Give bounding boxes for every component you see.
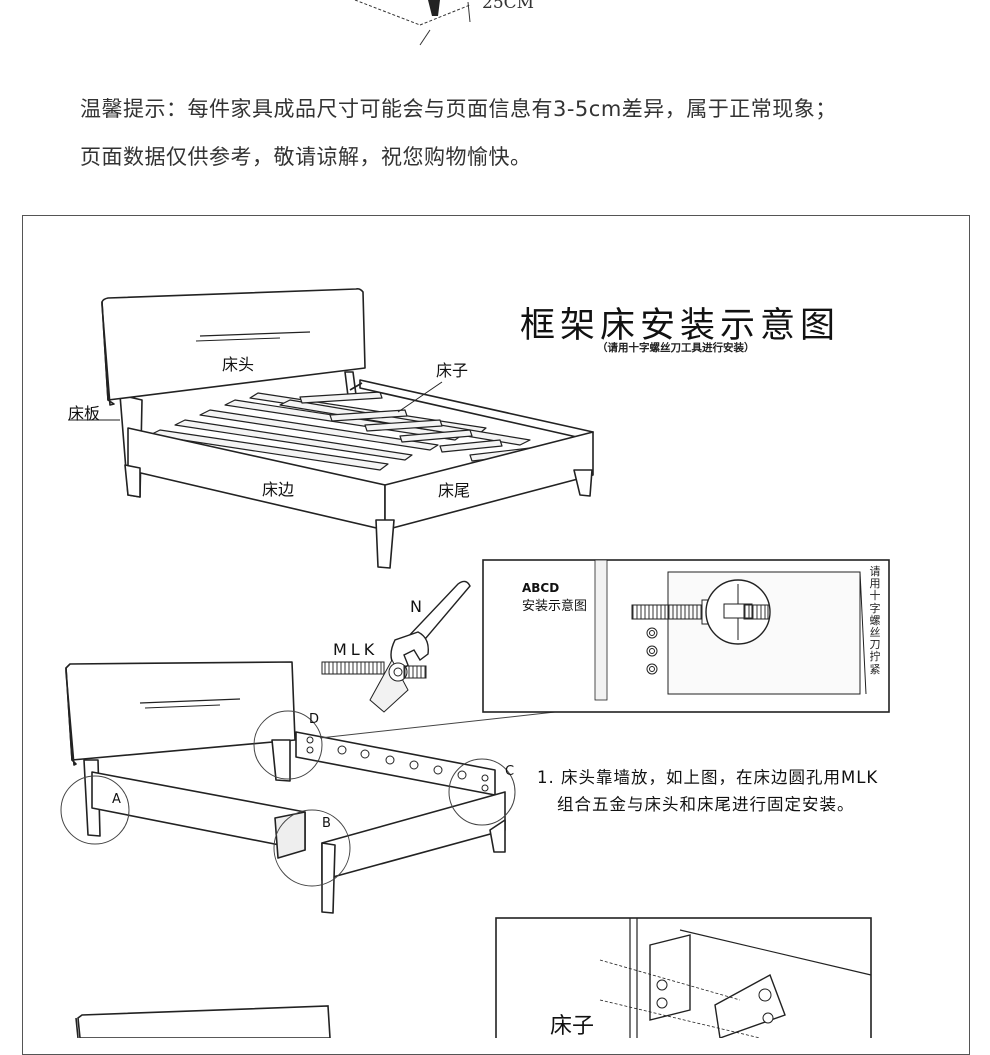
label-wrench-n: N xyxy=(410,597,422,616)
label-point-c: C xyxy=(505,764,515,779)
detail-title-abcd: ABCD xyxy=(522,581,560,595)
label-point-b: B xyxy=(322,816,331,831)
detail-title-install: 安装示意图 xyxy=(522,599,588,614)
bottom-headboard-fragment xyxy=(75,1005,331,1038)
label-hardware-mlk: MLK xyxy=(333,640,379,659)
label-footboard: 床尾 xyxy=(438,481,471,500)
tip-line-1: 温馨提示：每件家具成品尺寸可能会与页面信息有3-5cm差异，属于正常现象； xyxy=(80,97,837,121)
diagram-title: 框架床安装示意图 xyxy=(520,306,841,346)
label-point-a: A xyxy=(112,792,121,807)
bracket-detail xyxy=(495,917,872,1038)
vertical-note: 请用十字螺丝刀拧紧 xyxy=(869,565,881,676)
top-dimension-fragment: 25CM xyxy=(354,0,534,46)
label-side-rail: 床边 xyxy=(262,480,295,499)
label-bed-board: 床板 xyxy=(68,404,101,423)
dimension-text: 25CM xyxy=(482,0,534,13)
detail-inset xyxy=(482,559,890,713)
label-point-d: D xyxy=(309,712,320,727)
label-headboard: 床头 xyxy=(222,355,255,374)
bolt-set-drawing xyxy=(321,661,427,682)
assembled-bed-drawing xyxy=(101,288,594,569)
label-slats: 床子 xyxy=(436,361,469,380)
instruction-line-2: 组合五金与床头和床尾进行固定安装。 xyxy=(557,795,855,814)
exploded-bed-drawing xyxy=(60,661,516,914)
label-bracket-slats: 床子 xyxy=(550,1014,595,1039)
tip-line-2: 页面数据仅供参考，敬请谅解，祝您购物愉快。 xyxy=(80,145,532,169)
instruction-line-1: 1. 床头靠墙放，如上图，在床边圆孔用MLK xyxy=(537,768,879,787)
diagram-subtitle: （请用十字螺丝刀工具进行安装） xyxy=(597,342,755,354)
